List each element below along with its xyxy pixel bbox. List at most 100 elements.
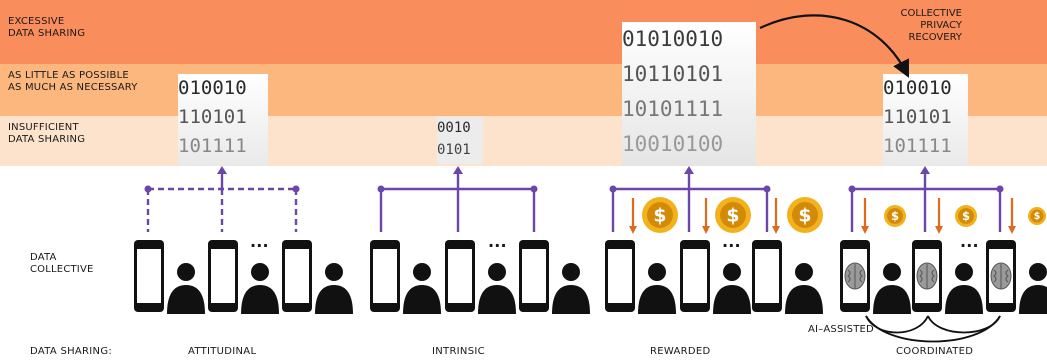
ellipsis-attitudinal: ...	[250, 232, 269, 251]
bit-row: 010010	[883, 77, 952, 99]
person-icon	[1019, 263, 1047, 314]
tree-arrowhead	[684, 166, 694, 174]
sharing-tree	[848, 166, 1004, 232]
reward-arrow-head	[772, 226, 780, 234]
coin-icon: $	[715, 197, 751, 233]
tree-node	[763, 185, 771, 193]
person-icon	[241, 263, 279, 314]
sharing-tree	[609, 166, 771, 232]
brain-icon-folds	[919, 269, 935, 283]
brain-icon-folds	[993, 269, 1009, 283]
bit-row: 0101	[437, 142, 471, 158]
smartphone	[282, 240, 312, 312]
person-head	[883, 263, 901, 281]
phone-screen	[522, 249, 546, 303]
bit-row: 10110101	[622, 62, 724, 86]
smartphone	[680, 240, 710, 312]
bit-row: 01010010	[622, 27, 724, 51]
person-head	[795, 263, 813, 281]
person-icon	[315, 263, 353, 314]
smartphone	[370, 240, 400, 312]
person-body	[315, 285, 353, 314]
coin-inner	[887, 208, 903, 224]
person-body	[403, 285, 441, 314]
bit-row: 110101	[883, 106, 952, 128]
smartphone	[208, 240, 238, 312]
person-icon	[403, 263, 441, 314]
reward-arrow	[935, 198, 943, 234]
tree-node	[609, 185, 617, 193]
ellipsis-rewarded: ...	[722, 232, 741, 251]
person-head	[1029, 263, 1047, 281]
person-icon	[713, 263, 751, 314]
smartphone	[134, 240, 164, 312]
person-body	[873, 285, 911, 314]
phone-screen	[755, 249, 779, 303]
tree-arrowhead	[217, 166, 227, 174]
reward-arrow-head	[629, 226, 637, 234]
data-collective-label: DATA COLLECTIVE	[30, 252, 94, 275]
person-head	[562, 263, 580, 281]
coin-icon: $	[1028, 207, 1046, 225]
coin-symbol: $	[798, 204, 811, 226]
person-body	[478, 285, 516, 314]
person-body	[638, 285, 676, 314]
phone-screen	[608, 249, 632, 303]
person-icon	[638, 263, 676, 314]
smartphone	[519, 240, 549, 312]
person-head	[648, 263, 666, 281]
reward-arrow	[772, 198, 780, 234]
bit-row: 101111	[178, 135, 247, 157]
data-sharing-prefix: DATA SHARING:	[30, 346, 113, 357]
ai-assisted-links	[865, 315, 1001, 343]
person-head	[488, 263, 506, 281]
reward-arrow	[629, 198, 637, 234]
bit-row: 0010	[437, 120, 471, 136]
tree-node	[996, 185, 1004, 193]
ellipsis-coordinated: ...	[960, 232, 979, 251]
privacy-recovery-arrow	[759, 14, 909, 78]
ai-link	[865, 315, 1001, 343]
label-attitudinal: ATTITUDINAL	[188, 346, 257, 357]
person-head	[955, 263, 973, 281]
tree-node	[292, 185, 300, 193]
person-icon	[945, 263, 983, 314]
coin-inner	[792, 202, 818, 228]
band-insufficient-label: INSUFFICIENT DATA SHARING	[8, 122, 86, 145]
reward-arrow	[1008, 198, 1016, 234]
reward-arrow-head	[1008, 226, 1016, 234]
tree-arrowhead	[920, 166, 930, 174]
label-intrinsic: INTRINSIC	[432, 346, 485, 357]
coin-inner	[1030, 209, 1044, 223]
bits-attitudinal: 010010 110101 101111	[178, 74, 268, 166]
coin-icon: $	[884, 205, 906, 227]
tree-arrowhead	[453, 166, 463, 174]
band-excessive-label: EXCESSIVE DATA SHARING	[8, 16, 86, 39]
smartphone	[912, 240, 942, 312]
person-body	[1019, 285, 1047, 314]
person-icon	[167, 263, 205, 314]
coin-symbol: $	[891, 209, 899, 223]
bit-row: 101111	[883, 135, 952, 157]
coin-symbol: $	[653, 204, 666, 226]
person-body	[552, 285, 590, 314]
bit-row: 010010	[178, 77, 247, 99]
person-body	[945, 285, 983, 314]
band-as-little-label: AS LITTLE AS POSSIBLE AS MUCH AS NECESSA…	[8, 70, 138, 93]
label-rewarded: REWARDED	[650, 346, 711, 357]
person-body	[785, 285, 823, 314]
bits-rewarded: 01010010 10110101 10101111 10010100	[622, 22, 756, 166]
band-insufficient: INSUFFICIENT DATA SHARING	[0, 116, 1047, 166]
reward-arrow-head	[702, 226, 710, 234]
person-head	[325, 263, 343, 281]
smartphone	[840, 240, 870, 312]
brain-icon-folds	[847, 269, 863, 283]
bit-row: 110101	[178, 106, 247, 128]
ellipsis-intrinsic: ...	[488, 232, 507, 251]
smartphone	[986, 240, 1016, 312]
smartphone	[445, 240, 475, 312]
bit-row: 10010100	[622, 132, 724, 156]
coin-icon: $	[787, 197, 823, 233]
label-coordinated: COORDINATED	[896, 346, 974, 357]
